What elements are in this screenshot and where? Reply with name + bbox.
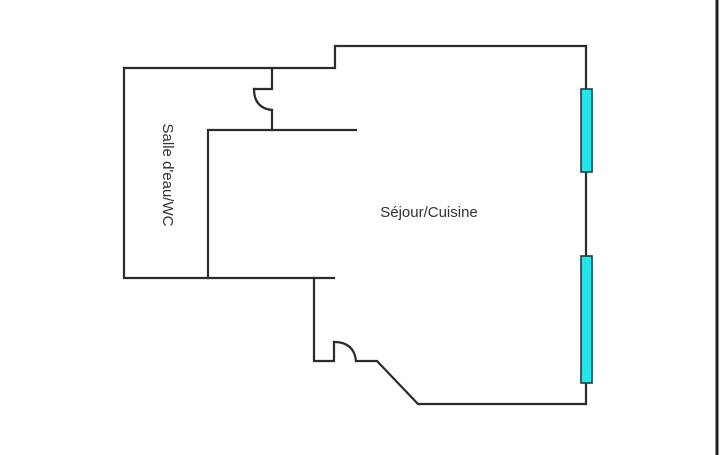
left-bottom-wall — [122, 66, 336, 280]
entrance-left-wall — [312, 276, 336, 363]
window-1 — [580, 88, 593, 173]
bottom-diagonal-wall — [354, 359, 588, 406]
entrance-door-arc[interactable] — [332, 340, 358, 363]
top-wall — [122, 44, 588, 91]
bathroom-door[interactable] — [252, 66, 274, 132]
bathroom-inner-wall — [206, 128, 358, 280]
window-2 — [580, 255, 593, 384]
bathroom-walls — [122, 44, 588, 280]
entrance-area — [312, 276, 588, 406]
door-jamb-top — [252, 66, 274, 91]
room-label-living: Séjour/Cuisine — [380, 204, 478, 221]
door-swing-arc — [252, 87, 274, 112]
room-label-bathroom: Salle d'eau/WC — [159, 124, 176, 227]
